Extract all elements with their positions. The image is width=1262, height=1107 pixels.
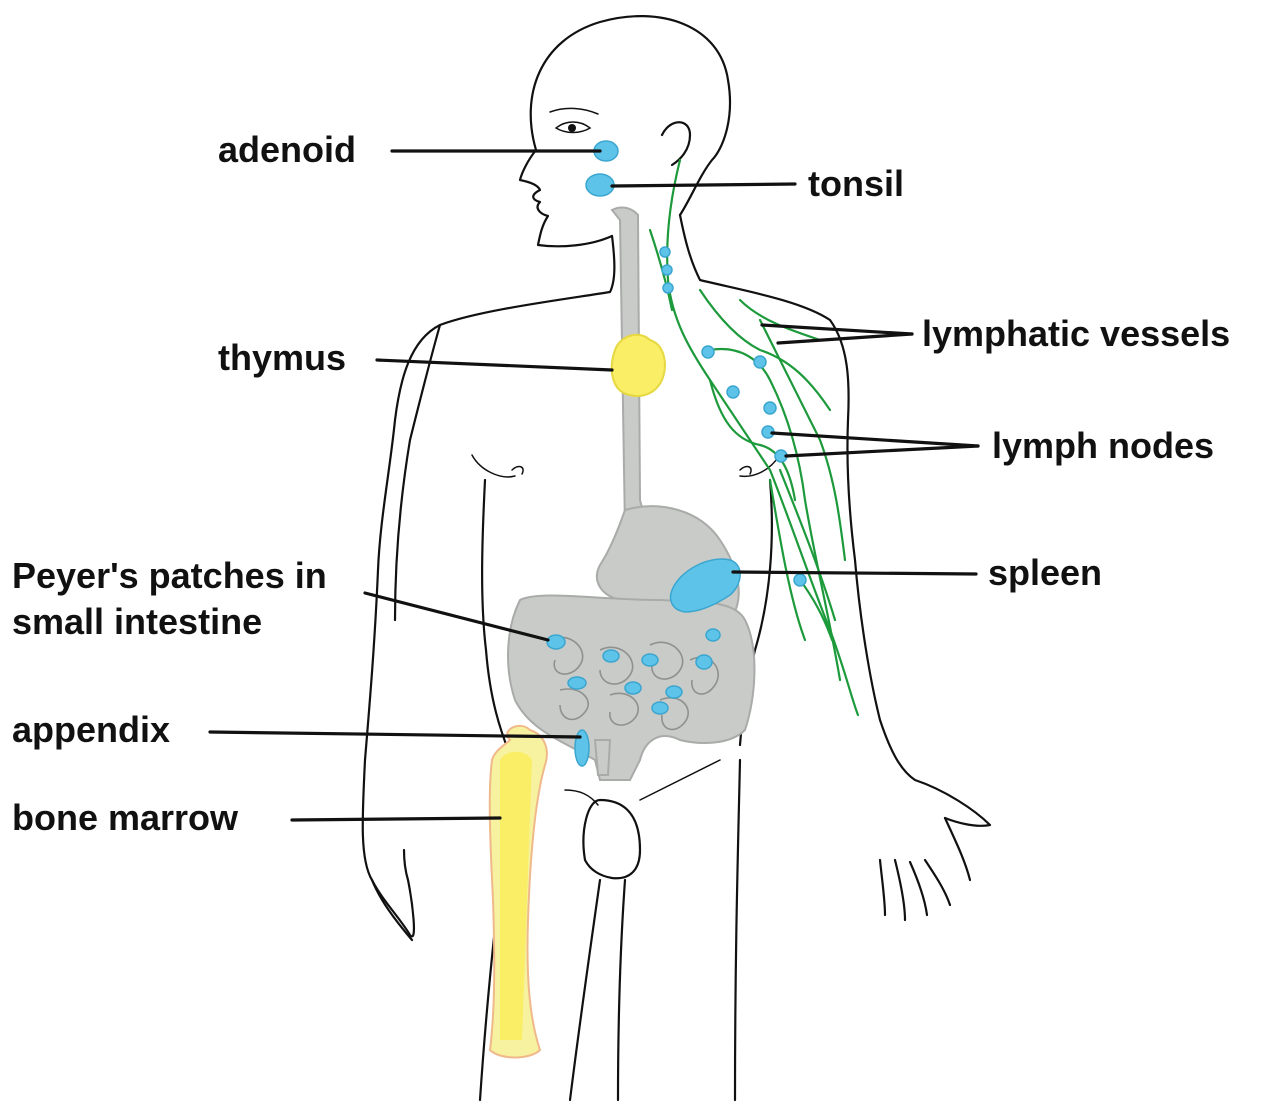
label-lymph-nodes: lymph nodes	[992, 425, 1214, 466]
label-bone-marrow: bone marrow	[12, 797, 239, 838]
lymph-node	[663, 283, 673, 293]
label-spleen: spleen	[988, 552, 1102, 593]
lymph-nodes-leader-1	[772, 433, 978, 446]
lymph-node	[794, 574, 806, 586]
label-appendix: appendix	[12, 709, 170, 750]
peyers-patch	[568, 677, 586, 689]
peyers-patch	[652, 702, 668, 714]
lymph-nodes-leader-2	[786, 446, 978, 456]
lymph-node	[727, 386, 739, 398]
label-peyers-patches-line1: Peyer's patches in	[12, 555, 327, 596]
label-lymphatic-vessels: lymphatic vessels	[922, 313, 1230, 354]
label-tonsil: tonsil	[808, 163, 904, 204]
femur-bone	[490, 726, 547, 1058]
lymph-node	[754, 356, 766, 368]
lymph-node	[702, 346, 714, 358]
label-thymus: thymus	[218, 337, 346, 378]
tonsil-tissue	[586, 174, 614, 196]
peyers-patch	[603, 650, 619, 662]
peyers-patch	[666, 686, 682, 698]
lymph-node	[662, 265, 672, 275]
peyers-patch	[706, 629, 720, 641]
peyers-patch	[625, 682, 641, 694]
peyers-patch	[642, 654, 658, 666]
peyers-patch	[696, 655, 712, 669]
lymph-node	[660, 247, 670, 257]
lymph-node	[764, 402, 776, 414]
tonsil-leader	[612, 184, 795, 186]
label-peyers-patches-line2: small intestine	[12, 601, 262, 642]
spleen-leader	[733, 572, 976, 574]
bone-marrow-leader	[292, 818, 500, 820]
peyers-patch	[547, 635, 565, 649]
thymus-gland	[612, 335, 665, 396]
thymus-leader	[377, 360, 612, 370]
label-adenoid: adenoid	[218, 129, 356, 170]
lymphatic-vessels-leader-2	[778, 334, 912, 343]
